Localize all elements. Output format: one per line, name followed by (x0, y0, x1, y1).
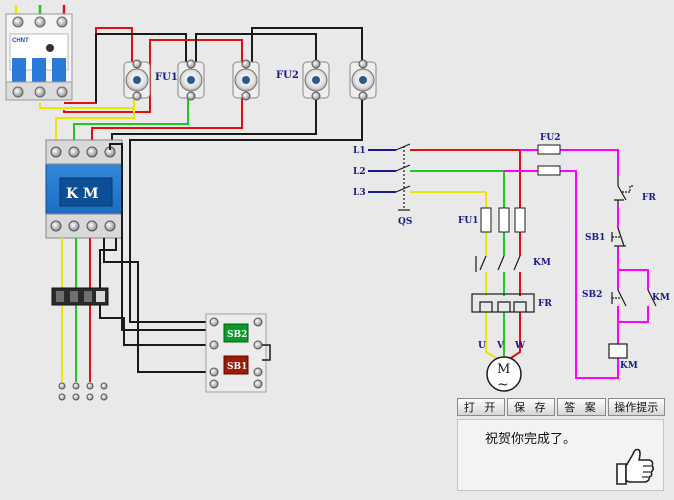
fu2-schematic-label: FU2 (540, 133, 561, 143)
save-button[interactable]: 保 存 (507, 398, 556, 416)
control-circuit (504, 149, 649, 379)
open-button[interactable]: 打 开 (457, 398, 506, 416)
km-aux-contact (647, 289, 657, 307)
km-main-contacts (475, 255, 521, 272)
fr-nc-contact (614, 176, 634, 206)
fuse-fu1-c[interactable] (232, 59, 260, 101)
motor[interactable]: M ~ (486, 356, 522, 393)
motor-label: M (497, 362, 510, 377)
fr-ctrl-label: FR (642, 193, 656, 203)
completion-message: 祝贺你完成了。 (485, 432, 577, 447)
w-label: W (514, 341, 526, 351)
motor-terminals (58, 382, 108, 401)
stop-button-sb1[interactable]: SB1 (223, 355, 249, 375)
fuse-fu2-a[interactable] (302, 59, 330, 101)
sb1-ctrl-label: SB1 (585, 233, 605, 243)
qs-label: QS (398, 217, 412, 227)
sb2-label: SB2 (227, 330, 247, 340)
u-label: U (478, 341, 486, 351)
fu2-top-label: FU2 (276, 70, 299, 81)
fu1-schematic-fuses (480, 207, 526, 233)
v-label: V (496, 341, 505, 351)
fu1-schematic-label: FU1 (458, 216, 479, 226)
start-button-sb2[interactable]: SB2 (223, 323, 249, 343)
motor-symbol: ~ (497, 377, 509, 393)
l1-label: L1 (353, 146, 366, 156)
breaker-brand: CHNT (12, 38, 29, 44)
contactor-km[interactable]: K M (45, 139, 123, 239)
motor-wiring (61, 143, 214, 382)
km-coil-label: KM (620, 361, 638, 371)
fr-main-label: FR (538, 299, 552, 309)
sb2-no-contact (611, 289, 627, 307)
km-aux-label: KM (652, 293, 670, 303)
contactor-km-label: K M (66, 186, 99, 202)
l2-label: L2 (353, 167, 366, 177)
sb1-nc-contact (611, 227, 626, 248)
fuse-fu1-b[interactable] (177, 59, 205, 101)
fu1-top-label: FU1 (155, 72, 178, 83)
thermal-relay-fr[interactable] (51, 287, 109, 306)
fuse-fu1-a[interactable] (123, 59, 151, 101)
km-main-label: KM (533, 258, 551, 268)
toolbar: 打 开 保 存 答 案 操作提示 (457, 398, 665, 418)
circuit-breaker[interactable]: CHNT (5, 13, 73, 101)
hint-button[interactable]: 操作提示 (607, 398, 665, 416)
l3-label: L3 (353, 188, 366, 198)
fr-thermal-element (471, 293, 535, 313)
answer-button[interactable]: 答 案 (557, 398, 606, 416)
sb1-label: SB1 (227, 362, 247, 372)
message-panel: 祝贺你完成了。 (457, 419, 664, 491)
fu2-schematic-fuses (537, 144, 561, 176)
sb2-ctrl-label: SB2 (582, 290, 602, 300)
km-coil (608, 343, 628, 359)
qs-switch[interactable] (395, 143, 411, 211)
fuse-fu2-b[interactable] (349, 59, 377, 101)
thumbs-up-icon (616, 448, 655, 485)
phase-lines (368, 149, 521, 361)
